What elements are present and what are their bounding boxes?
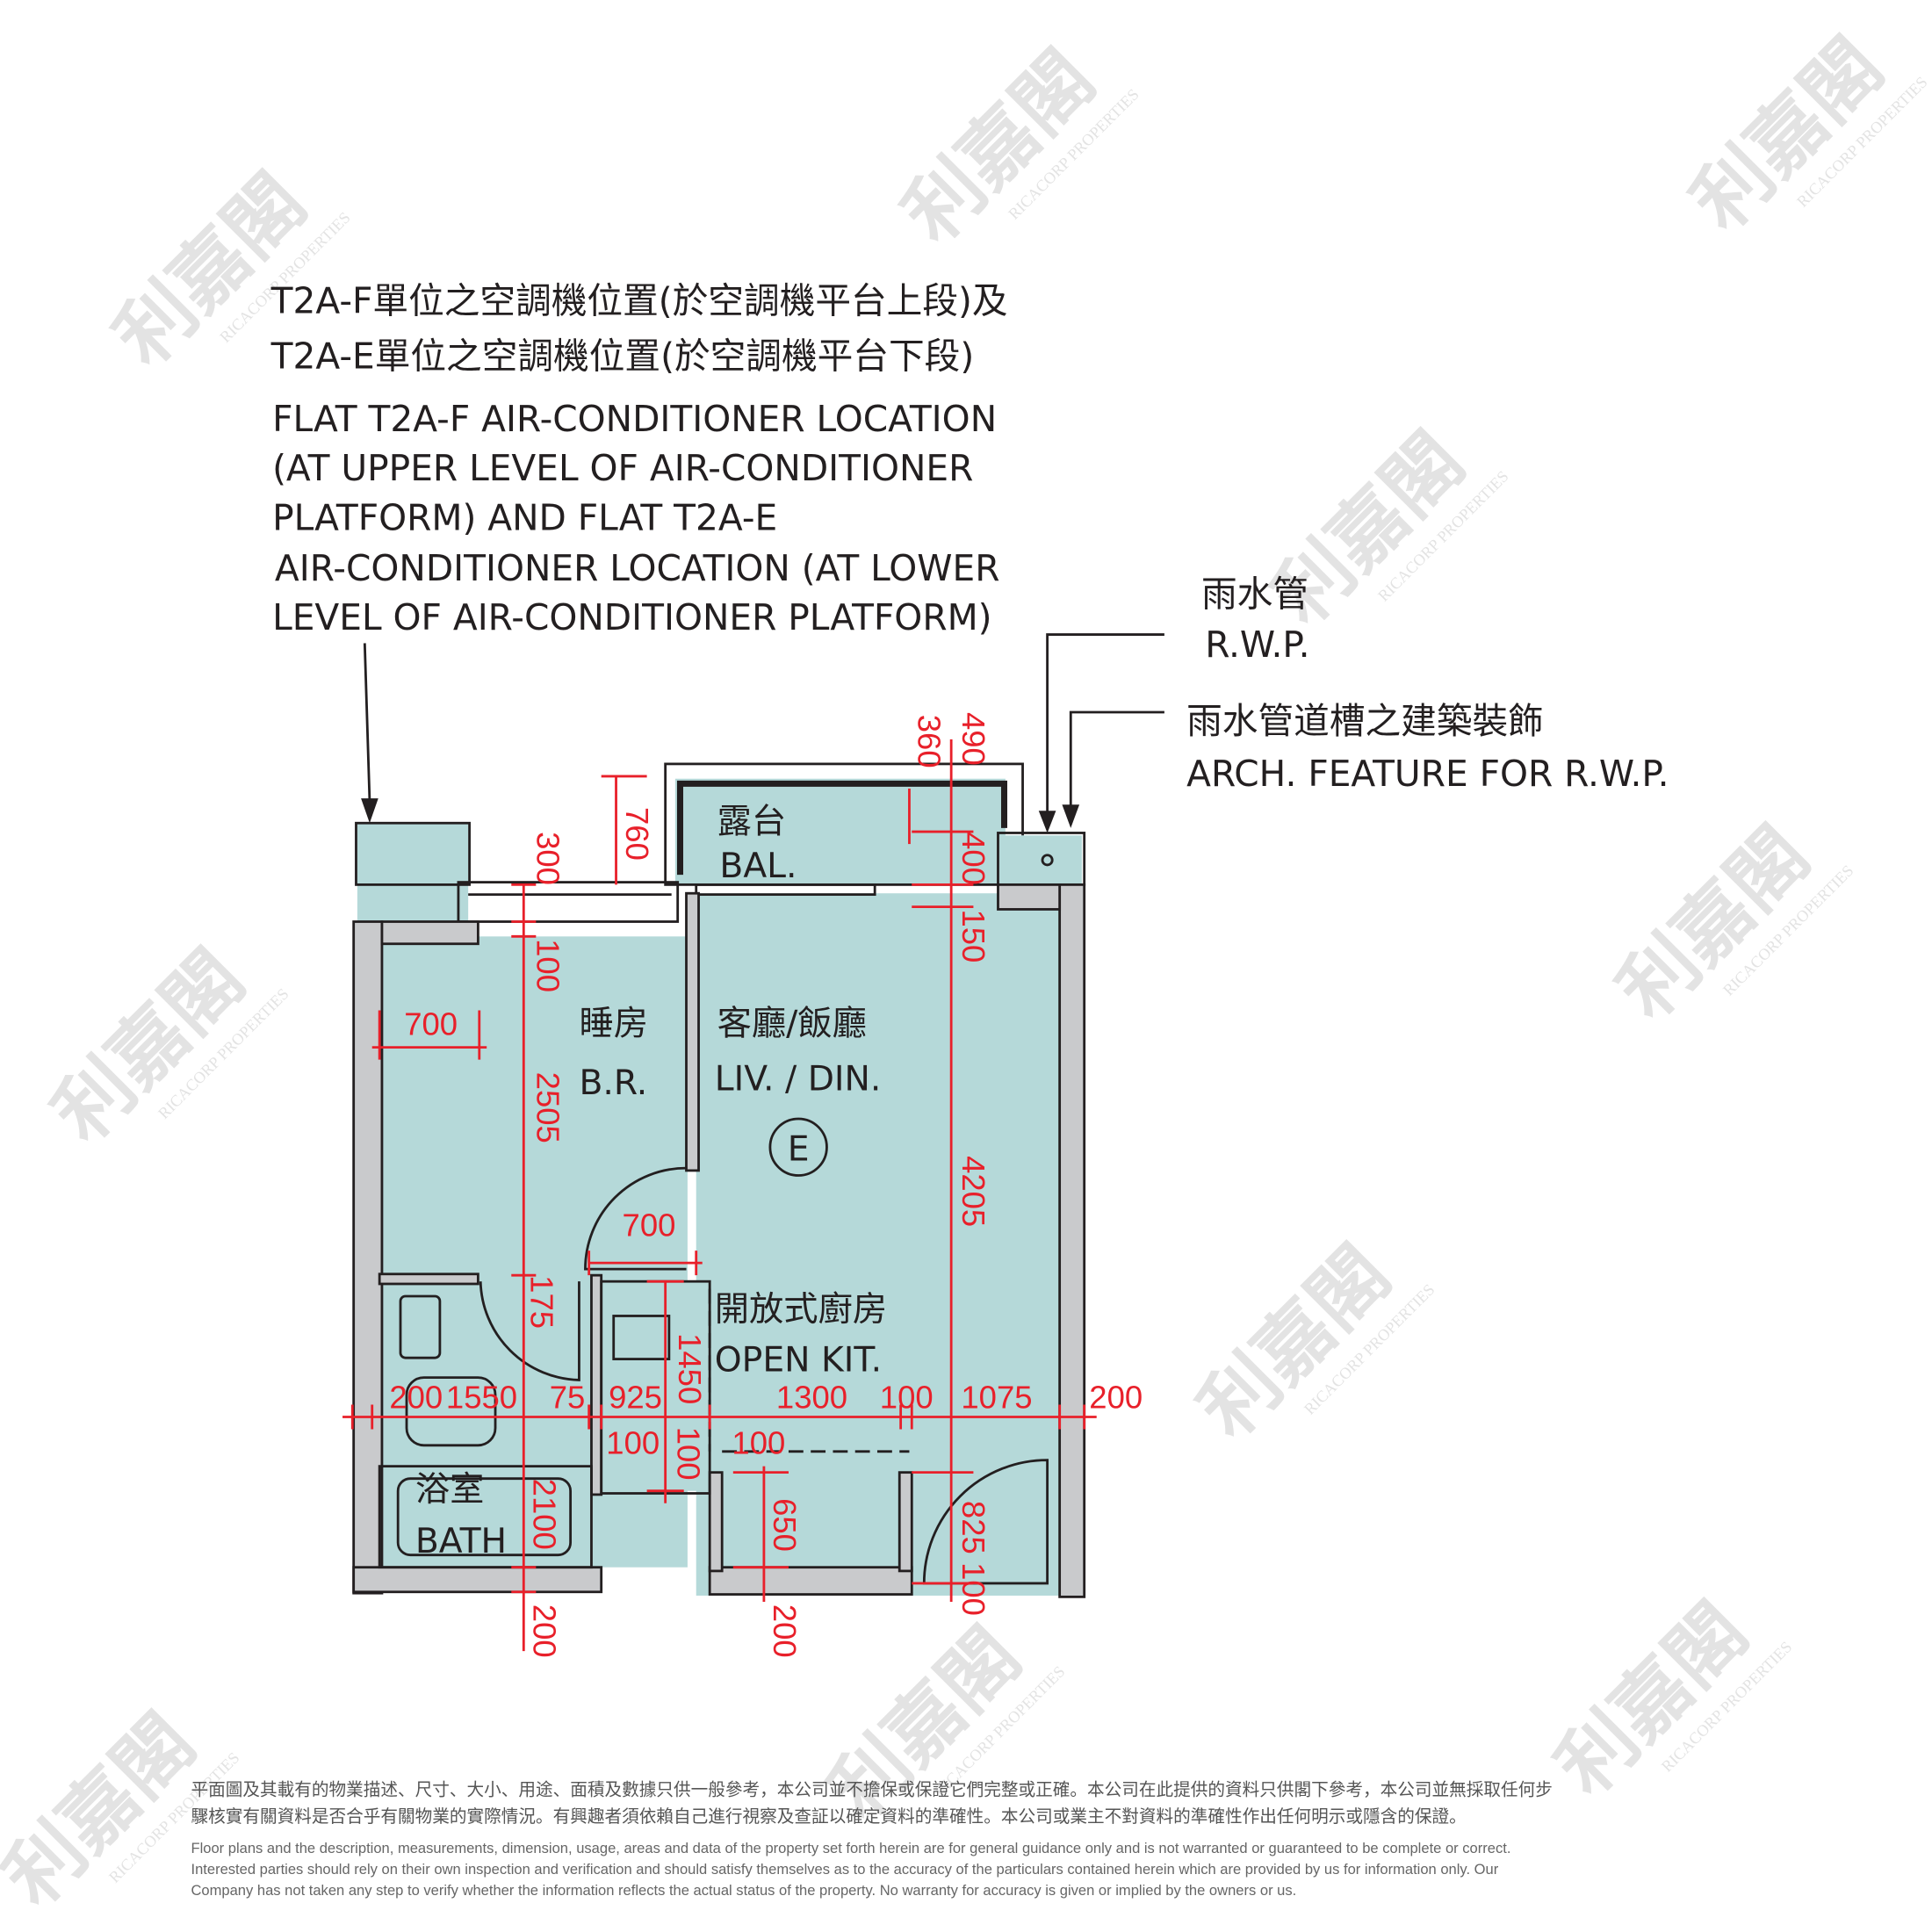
dim-label: 100 bbox=[880, 1380, 934, 1416]
dim-label: 1075 bbox=[961, 1380, 1032, 1416]
rwp-cn-label: 雨水管 bbox=[1201, 573, 1308, 615]
dim-label: 75 bbox=[550, 1380, 586, 1416]
living-cn-label: 客廳/飯廳 bbox=[717, 1005, 867, 1044]
header-cn-line: T2A-E單位之空調機位置(於空調機平台下段) bbox=[270, 335, 975, 378]
dim-label: 760 bbox=[619, 807, 655, 861]
dim-label: 490 bbox=[955, 712, 991, 766]
dim-label: 700 bbox=[623, 1207, 676, 1243]
balcony-en-label: BAL. bbox=[719, 847, 797, 886]
dim-label: 650 bbox=[767, 1498, 803, 1552]
dim-label: 100 bbox=[671, 1427, 707, 1481]
header-en-line: (AT UPPER LEVEL OF AIR-CONDITIONER bbox=[272, 447, 973, 489]
header-cn-line: T2A-F單位之空調機位置(於空調機平台上段)及 bbox=[270, 279, 1008, 321]
disclaimer-en-line: Floor plans and the description, measure… bbox=[191, 1840, 1510, 1856]
dim-label: 825 bbox=[955, 1501, 991, 1554]
dim-label: 1450 bbox=[672, 1333, 708, 1404]
dim-label: 200 bbox=[389, 1380, 443, 1416]
entrance-mark-label: E bbox=[788, 1130, 810, 1170]
bedroom-cn-label: 睡房 bbox=[579, 1005, 648, 1044]
dim-label: 300 bbox=[530, 832, 566, 885]
kitchen-cn-label: 開放式廚房 bbox=[715, 1290, 887, 1330]
dimension-lines bbox=[342, 739, 1097, 1652]
entrance-marker bbox=[768, 1117, 828, 1177]
dim-label: 700 bbox=[404, 1006, 458, 1042]
dim-label: 1550 bbox=[446, 1380, 517, 1416]
arch-feature-cn-label: 雨水管道槽之建築裝飾 bbox=[1186, 700, 1544, 742]
dim-label: 100 bbox=[530, 939, 566, 992]
bedroom-en-label: B.R. bbox=[579, 1063, 647, 1103]
floor-plan bbox=[352, 762, 1086, 1598]
dimension-labels: 700 300 760 100 2505 360 490 400 150 420… bbox=[389, 712, 1143, 1658]
dim-label: 2100 bbox=[527, 1479, 563, 1550]
dim-label: 150 bbox=[955, 909, 991, 962]
dim-label: 400 bbox=[955, 832, 991, 885]
header-en-line: AIR-CONDITIONER LOCATION (AT LOWER bbox=[275, 547, 1000, 589]
dim-label: 4205 bbox=[955, 1156, 991, 1227]
dim-label: 200 bbox=[767, 1604, 803, 1658]
header-en-line: PLATFORM) AND FLAT T2A-E bbox=[272, 496, 777, 538]
dim-label: 2505 bbox=[530, 1072, 566, 1143]
bath-cn-label: 浴室 bbox=[415, 1470, 485, 1510]
dim-label: 100 bbox=[955, 1562, 991, 1616]
disclaimer-cn-line: 平面圖及其載有的物業描述、尺寸、大小、用途、面積及數據只供一般參考，本公司並不擔… bbox=[191, 1779, 1552, 1799]
disclaimer-en-line: Interested parties should rely on their … bbox=[191, 1861, 1498, 1878]
dim-label: 200 bbox=[1089, 1380, 1143, 1416]
kitchen-en-label: OPEN KIT. bbox=[715, 1341, 882, 1381]
dim-label: 100 bbox=[732, 1425, 785, 1461]
dim-label: 100 bbox=[606, 1425, 660, 1461]
dim-label: 200 bbox=[527, 1604, 563, 1658]
rwp-en-label: R.W.P. bbox=[1205, 624, 1309, 666]
header-en-line: LEVEL OF AIR-CONDITIONER PLATFORM) bbox=[272, 596, 991, 638]
living-en-label: LIV. / DIN. bbox=[715, 1060, 882, 1099]
arch-feature-en-label: ARCH. FEATURE FOR R.W.P. bbox=[1186, 753, 1669, 795]
dim-label: 1300 bbox=[776, 1380, 847, 1416]
disclaimer-en-line: Company has not taken any step to verify… bbox=[191, 1882, 1296, 1899]
disclaimer-cn-line: 驟核實有關資料是否合乎有關物業的實際情況。有興趣者須依賴自己進行視察及查証以確定… bbox=[191, 1806, 1466, 1827]
balcony-cn-label: 露台 bbox=[717, 802, 787, 841]
dim-label: 360 bbox=[911, 715, 947, 768]
dim-label: 925 bbox=[609, 1380, 662, 1416]
bath-en-label: BATH bbox=[415, 1522, 507, 1561]
dim-label: 175 bbox=[524, 1275, 560, 1329]
leader-arrows bbox=[361, 633, 1164, 833]
header-en-line: FLAT T2A-F AIR-CONDITIONER LOCATION bbox=[272, 398, 997, 440]
